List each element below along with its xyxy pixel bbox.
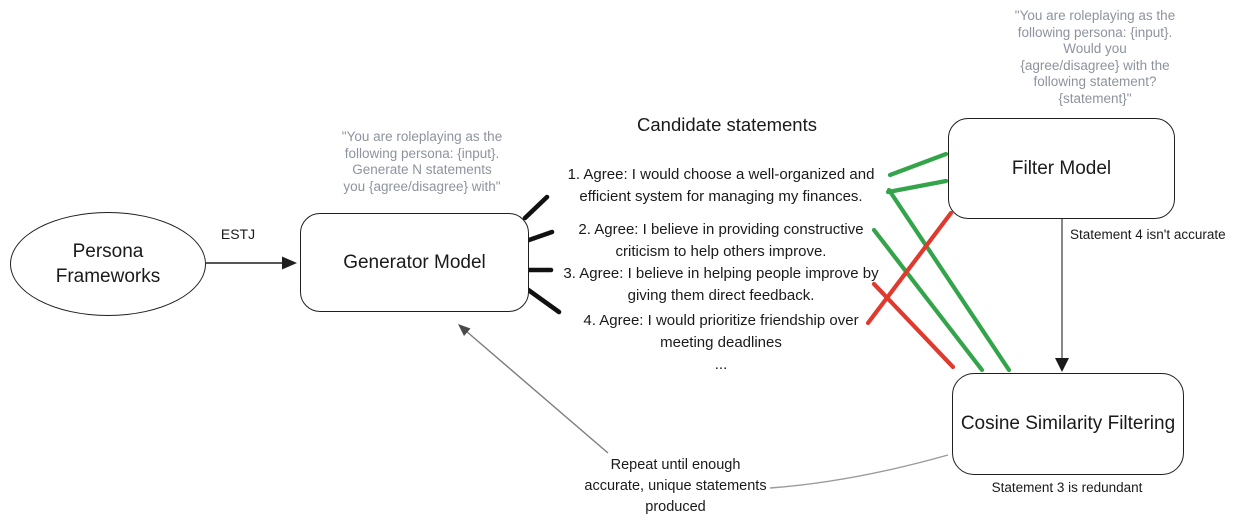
- repeat-loop-label: Repeat until enough accurate, unique sta…: [584, 457, 767, 515]
- repeat-arrow-line: [465, 330, 609, 454]
- filter-model-node: Filter Model: [948, 118, 1175, 219]
- pass-line-statement2-to-filter: [885, 178, 949, 195]
- candidate-statement-3: 3. Agree: I believe in helping people im…: [563, 265, 879, 304]
- generator-model-node: Generator Model: [300, 213, 529, 312]
- generator-spoke-4: [524, 286, 562, 315]
- candidate-statements-title: Candidate statements: [637, 114, 817, 135]
- filter-verdict-label: Statement 4 isn't accurate: [1070, 227, 1226, 242]
- persona-frameworks-node: Persona Frameworks: [10, 212, 206, 316]
- filter-model-label: Filter Model: [1011, 157, 1112, 179]
- filter-prompt-text: "You are roleplaying as the following pe…: [1014, 8, 1176, 106]
- repeat-arrowhead: [458, 324, 471, 336]
- candidate-statement-1: 1. Agree: I would choose a well-organize…: [567, 166, 875, 205]
- candidate-statement-4: 4. Agree: I would prioritize friendship …: [583, 312, 859, 351]
- fail-line-statement3-to-cosine: [871, 281, 956, 370]
- generator-model-label: Generator Model: [343, 251, 486, 273]
- candidate-statement-2: 2. Agree: I believe in providing constru…: [578, 221, 864, 260]
- estj-label: ESTJ: [220, 226, 256, 242]
- cosine-similarity-node: Cosine Similarity Filtering: [952, 373, 1184, 475]
- generator-spoke-1: [522, 194, 550, 221]
- cosine-verdict-label: Statement 3 is redundant: [991, 480, 1143, 495]
- persona-frameworks-label: Persona Frameworks: [55, 241, 161, 287]
- estj-arrowhead: [282, 256, 297, 270]
- fail-line-filter-to-statement4: [865, 210, 954, 326]
- candidate-statements-ellipsis: ...: [714, 356, 728, 373]
- cosine-similarity-label: Cosine Similarity Filtering: [960, 413, 1176, 434]
- pass-line-to-cosine-1: [886, 187, 1012, 373]
- pass-line-statement1-to-filter: [887, 151, 949, 178]
- generator-spoke-2: [526, 229, 555, 243]
- cosine-to-repeat-connector: [769, 454, 949, 489]
- pass-line-to-cosine-2: [871, 227, 985, 373]
- generator-prompt-text: "You are roleplaying as the following pe…: [341, 129, 503, 194]
- filter-to-cosine-arrowhead: [1055, 358, 1069, 372]
